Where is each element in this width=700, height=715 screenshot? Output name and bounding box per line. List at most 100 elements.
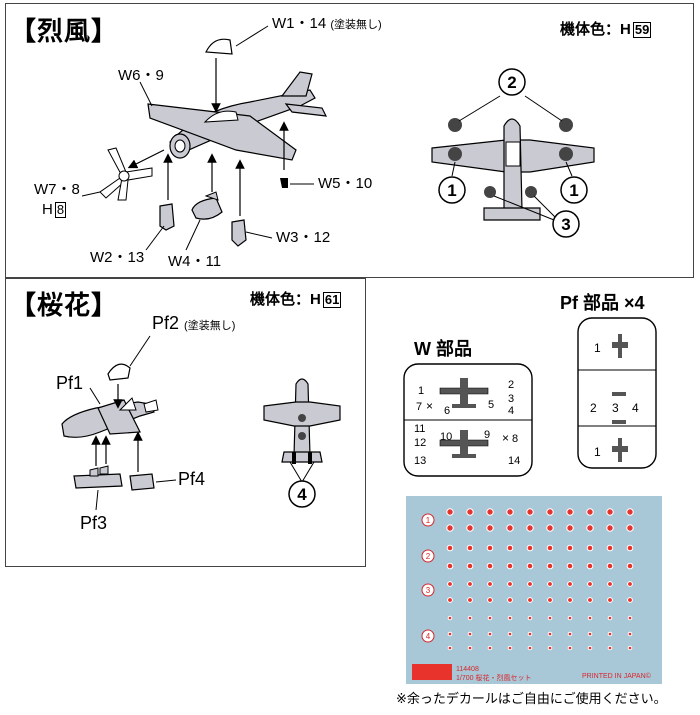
label-pf2: Pf2 (塗装無し): [152, 314, 235, 332]
decal-dot: [527, 631, 533, 637]
decal-dot: [446, 562, 454, 570]
label-w6-9: W6・9: [118, 67, 164, 84]
decal-marker-circle: [552, 210, 580, 238]
decal-dot: [626, 562, 634, 570]
label-w7-8: W7・8: [34, 181, 80, 198]
decal-dot: [466, 544, 474, 552]
decal-dot: [507, 581, 513, 587]
decal-dot: [507, 597, 513, 603]
decal-dot: [587, 631, 593, 637]
decal-dot: [587, 597, 593, 603]
decal-dot: [466, 524, 474, 532]
decal-dot: [466, 508, 474, 516]
decal-dot: [526, 544, 534, 552]
decal-dot: [626, 544, 634, 552]
decal-dots-grid: [446, 508, 634, 651]
pf2-text: Pf2: [152, 313, 180, 333]
decal-dot: [567, 645, 573, 651]
decal-dot: [587, 581, 593, 587]
decal-dot: [606, 508, 614, 516]
decal-dot: [607, 631, 613, 637]
pf-part-number: 2: [590, 401, 597, 415]
maker-logo: [412, 664, 452, 680]
decal-dot: [547, 615, 553, 621]
ohka-color-code: 61: [322, 292, 342, 308]
decal-row-marker: 1: [426, 516, 431, 525]
decal-dot: [627, 615, 633, 621]
label-pf4: Pf4: [178, 469, 206, 489]
w1-14-text: W1・14: [272, 15, 327, 32]
decal-dot: [467, 645, 473, 651]
w1-14-note: (塗装無し): [330, 19, 382, 31]
decal-dot: [447, 597, 453, 603]
w-parts-title: W 部品: [414, 339, 472, 359]
decal-dot: [607, 615, 613, 621]
w-part-number: 12: [414, 437, 426, 449]
decal-dot: [487, 631, 493, 637]
decal-dot: [546, 524, 554, 532]
decal-dot: [447, 645, 453, 651]
decal-row-marker: 3: [426, 586, 431, 595]
decal-dot: [546, 562, 554, 570]
decal-marker-1-right: 1: [569, 181, 578, 200]
decal-dot: [607, 597, 613, 603]
label-w1-14: W1・14 (塗装無し): [272, 16, 382, 31]
label-pf3: Pf3: [80, 513, 108, 533]
decal-dot: [486, 544, 494, 552]
decal-dot: [486, 524, 494, 532]
w-part-number: 14: [508, 455, 520, 467]
h8-text: H: [42, 201, 53, 218]
decal-dot: [627, 645, 633, 651]
label-w5-10: W5・10: [318, 175, 373, 192]
decal-marker-2: 2: [507, 73, 516, 92]
decal-product-code: 114408: [456, 666, 479, 673]
decal-dot: [527, 597, 533, 603]
decal-dot: [526, 524, 534, 532]
decal-marker-3: 3: [561, 215, 570, 234]
label-w2-13: W2・13: [90, 249, 145, 266]
decal-dot: [586, 562, 594, 570]
decal-dot: [487, 645, 493, 651]
w-part-number: 6: [444, 405, 450, 417]
decal-dot: [626, 524, 634, 532]
decal-dot: [567, 615, 573, 621]
decal-dot: [606, 544, 614, 552]
decal-dot: [506, 544, 514, 552]
decal-dot: [566, 524, 574, 532]
decal-dot: [627, 597, 633, 603]
w-part-number: 13: [414, 455, 426, 467]
reppu-top-view: 2 1 1 3: [431, 68, 595, 238]
decal-dot: [586, 508, 594, 516]
decal-dot: [446, 524, 454, 532]
ohka-title: 【桜花】: [10, 290, 119, 320]
decal-dot: [487, 615, 493, 621]
decal-dot: [547, 645, 553, 651]
decal-dot: [566, 562, 574, 570]
decal-dot: [506, 562, 514, 570]
decal-dot: [626, 508, 634, 516]
decal-dot: [487, 581, 493, 587]
decal-dot: [607, 645, 613, 651]
decal-dot: [467, 597, 473, 603]
decal-dot: [507, 645, 513, 651]
decal-footnote: ※余ったデカールはご自由にご使用ください。: [396, 691, 667, 706]
pf-parts-sprue: 1 2 3 4 1: [577, 317, 657, 469]
decal-dot: [586, 544, 594, 552]
decal-dot: [447, 615, 453, 621]
w-part-number: 9: [484, 429, 490, 441]
pf2-note: (塗装無し): [184, 320, 236, 332]
decal-marker-circle: [560, 176, 588, 204]
pf-part-number: 1: [594, 341, 601, 355]
h8-code: 8: [54, 202, 67, 218]
decal-printed-in-japan: PRINTED IN JAPAN©: [582, 672, 652, 680]
w-part-number: 8: [512, 433, 518, 445]
label-pf1: Pf1: [56, 373, 84, 393]
reppu-color-code: 59: [632, 22, 652, 38]
pf-part-number: 3: [612, 401, 619, 415]
decal-dot: [606, 524, 614, 532]
decal-dot: [586, 524, 594, 532]
pf-parts-title: Pf 部品 ×4: [560, 293, 645, 313]
decal-dot: [546, 508, 554, 516]
